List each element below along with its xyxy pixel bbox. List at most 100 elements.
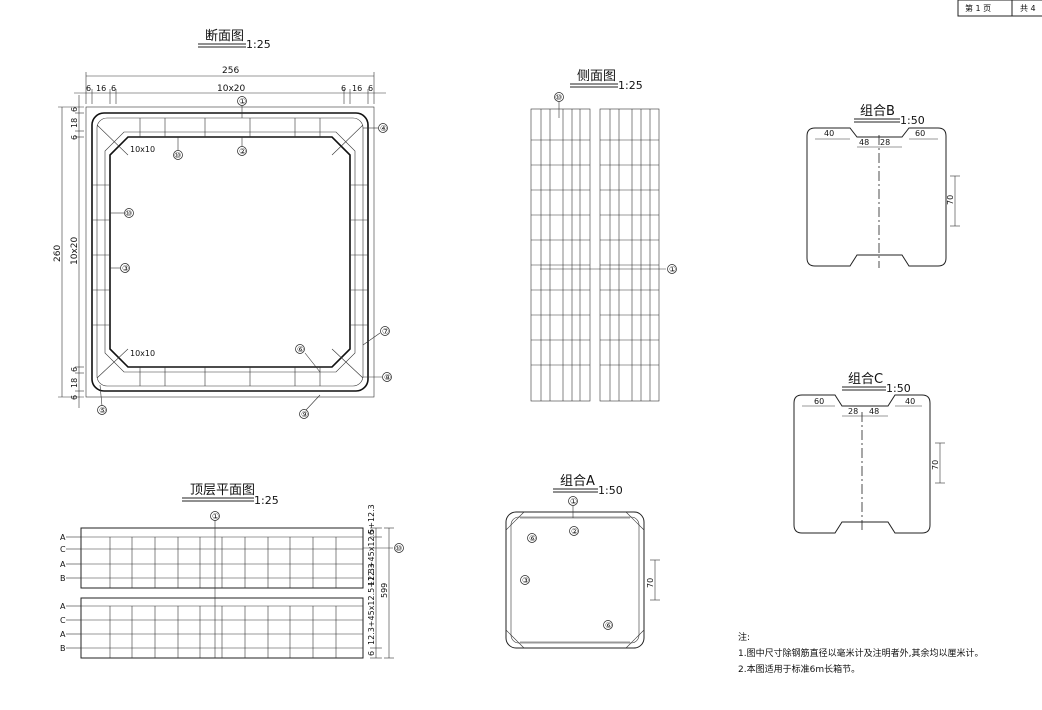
dim-left-total: 260 (53, 245, 63, 262)
combo-a-dim-70: 70 (646, 578, 655, 588)
section-marker-10b: ⑩ (173, 150, 183, 160)
side-marker-10: ⑩ (554, 92, 564, 102)
side-view-scale: 1:25 (618, 79, 643, 92)
dim-left-bot-6: 6 (70, 367, 79, 372)
plan-dim-total: 599 (380, 583, 389, 598)
section-view-scale: 1:25 (246, 38, 271, 51)
page-current-label: 第 1 页 (965, 3, 991, 13)
combo-b-dim-60: 60 (915, 129, 925, 138)
svg-text:⑥: ⑥ (605, 621, 612, 630)
combo-b-dim-40: 40 (824, 129, 834, 138)
svg-text:⑧: ⑧ (384, 373, 391, 382)
combo-c: 组合C 1:50 60 28 48 40 70 (793, 372, 945, 534)
plan-view-scale: 1:25 (254, 494, 279, 507)
plan-view: 顶层平面图 1:25 (60, 483, 404, 659)
dim-left-mid: 10x20 (70, 236, 80, 265)
side-view: 侧面图 1:25 ⑩ ① (530, 69, 677, 402)
combo-b-title: 组合B (860, 104, 895, 119)
svg-text:①: ① (570, 497, 577, 506)
plan-row-label-a1: A (60, 533, 66, 542)
plan-row-label-a4: A (60, 630, 66, 639)
dim-top-right-16: 16 (352, 84, 362, 93)
section-marker-4: ④ (378, 123, 388, 133)
section-view-title: 断面图 (205, 29, 244, 44)
svg-text:①: ① (212, 512, 219, 521)
combo-c-scale: 1:50 (886, 382, 911, 395)
plan-row-label-a3: A (60, 602, 66, 611)
section-marker-6: ⑥ (295, 344, 305, 354)
side-view-left-panel (530, 108, 591, 402)
dim-top-right-6: 6 (341, 84, 346, 93)
combo-a-marker-6b: ⑥ (603, 620, 613, 630)
combo-b-scale: 1:50 (900, 114, 925, 127)
combo-a-outline (505, 511, 645, 649)
combo-c-title: 组合C (848, 372, 883, 387)
svg-text:⑩: ⑩ (555, 93, 562, 102)
svg-text:③: ③ (522, 576, 529, 585)
side-view-title: 侧面图 (577, 69, 616, 84)
svg-text:⑥: ⑥ (529, 534, 536, 543)
combo-b-dim-28: 28 (880, 138, 890, 147)
dim-top-left-16: 16 (96, 84, 106, 93)
combo-a-marker-1: ① (568, 496, 578, 506)
dim-top-left-6b: 6 (111, 84, 116, 93)
side-view-right-panel (599, 108, 660, 402)
dim-left-bot-18: 18 (70, 378, 79, 388)
combo-c-dim-48: 48 (869, 407, 879, 416)
combo-a-marker-3: ③ (520, 575, 530, 585)
haunch-label-top: 10x10 (130, 145, 155, 154)
notes-block: 注: 1.图中尺寸除钢筋直径以毫米计及注明者外,其余均以厘米计。 2.本图适用于… (738, 631, 983, 675)
svg-text:②: ② (571, 527, 578, 536)
combo-c-dim-28: 28 (848, 407, 858, 416)
plan-row-label-b2: B (60, 644, 66, 653)
combo-a-marker-2: ② (569, 526, 579, 536)
combo-a-marker-6a: ⑥ (527, 533, 537, 543)
dim-top-right-6b: 6 (368, 84, 373, 93)
plan-dim-right-upper: 12.3+45x12.5+12.3 (367, 504, 376, 586)
combo-a-title: 组合A (560, 474, 595, 489)
combo-c-outline (793, 394, 931, 534)
plan-row-label-b1: B (60, 574, 66, 583)
combo-c-dim-60: 60 (814, 397, 824, 406)
plan-view-title: 顶层平面图 (190, 483, 255, 498)
notes-line-1: 1.图中尺寸除钢筋直径以毫米计及注明者外,其余均以厘米计。 (738, 647, 983, 659)
page-number-box: 第 1 页 共 4 (957, 0, 1042, 17)
combo-a: 组合A 1:50 70 ① ② ⑥ ③ ⑥ (505, 474, 660, 649)
svg-text:⑦: ⑦ (382, 327, 389, 336)
dim-left-top-6b: 6 (70, 135, 79, 140)
plan-row-label-c1: C (60, 545, 66, 554)
svg-text:⑩: ⑩ (125, 209, 132, 218)
combo-b-dim-48: 48 (859, 138, 869, 147)
combo-b-outline (806, 127, 947, 267)
svg-text:⑩: ⑩ (395, 544, 402, 553)
section-marker-1: ① (237, 96, 247, 106)
section-outer-wall (91, 112, 369, 392)
combo-a-scale: 1:50 (598, 484, 623, 497)
dim-left-top-6: 6 (70, 107, 79, 112)
section-marker-9: ⑨ (299, 409, 309, 419)
svg-text:⑤: ⑤ (99, 406, 106, 415)
combo-c-dim-40: 40 (905, 397, 915, 406)
dim-top-left-6: 6 (86, 84, 91, 93)
section-marker-3: ③ (120, 263, 130, 273)
svg-text:③: ③ (122, 264, 129, 273)
section-marker-8: ⑧ (382, 372, 392, 382)
svg-text:⑩: ⑩ (174, 151, 181, 160)
notes-line-2: 2.本图适用于标准6m长箱节。 (738, 663, 860, 675)
plan-marker-10: ⑩ (394, 543, 404, 553)
dim-top-total: 256 (222, 66, 239, 76)
page-total-label: 共 4 (1020, 4, 1036, 13)
svg-text:⑨: ⑨ (301, 410, 308, 419)
svg-text:①: ① (669, 265, 676, 274)
combo-b-dim-70: 70 (946, 195, 955, 205)
plan-marker-1: ① (210, 511, 220, 521)
plan-dim-top-6: 6 (367, 530, 376, 535)
section-marker-7: ⑦ (380, 326, 390, 336)
dim-left-top-18: 18 (70, 118, 79, 128)
dim-top-mid: 10x20 (217, 84, 246, 94)
notes-heading: 注: (738, 631, 750, 643)
plan-dim-bot-6: 6 (367, 651, 376, 656)
dim-left-bot-6b: 6 (70, 395, 79, 400)
section-view: 断面图 1:25 256 6 16 6 10x20 6 16 6 260 (53, 29, 392, 419)
